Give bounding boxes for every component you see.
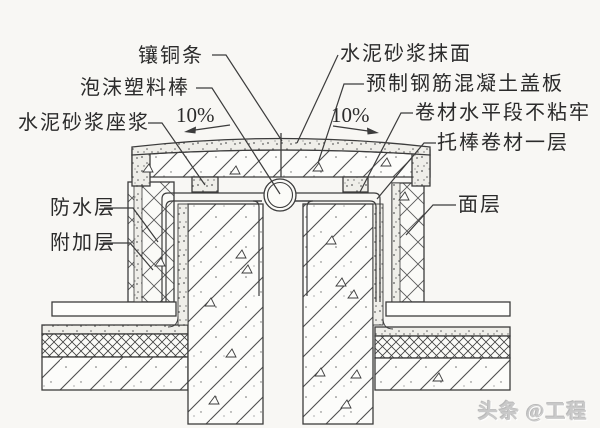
watermark: 头条 @工程奶爸 [478,401,588,423]
right-protective-slab [385,301,511,317]
label-membrane-horizontal: 卷材水平段不粘牢 [415,102,591,124]
label-mortar-bedding: 水泥砂浆座浆 [18,112,150,134]
right-joint-wall [302,203,374,425]
leader-mortar-bedding [148,122,206,186]
slope-arrow-left-head [184,126,196,134]
slope-arrow-left-line [194,124,231,131]
left-protective-slab [51,301,177,317]
label-slope-right: 10% [331,103,370,127]
label-copper-strip: 镶铜条 [138,45,204,67]
leader-surface-layer [405,204,456,236]
right-insulation [374,335,511,359]
left-joint-wall [187,203,264,425]
right-structural-slab [374,357,511,391]
left-structural-slab [41,356,189,391]
structure [41,133,511,425]
left-screed-strip [41,324,189,335]
label-additional-layer: 附加层 [50,232,116,254]
label-membrane-support: 托棒卷材一层 [437,132,569,154]
membrane-band [161,192,381,302]
left-facing-column [127,181,175,303]
foam-rod [263,178,297,212]
slope-arrow-right-line [332,125,369,132]
leader-lines [103,54,456,271]
leader-precast-cover [317,83,364,164]
label-slope-left: 10% [176,103,215,127]
label-mortar-finish: 水泥砂浆抹面 [340,43,472,65]
cover-plate [131,133,431,187]
wall-render-strips [167,203,394,330]
label-foam-rod: 泡沫塑料棒 [80,77,190,99]
label-waterproof-layer: 防水层 [50,197,116,219]
leader-waterproof-layer [104,207,159,243]
leader-additional-layer [103,242,154,271]
leader-membrane-support [376,142,436,200]
slope-arrow-right-head [367,127,379,135]
leader-copper-strip [212,54,283,142]
left-insulation [41,333,189,358]
label-precast-cover: 预制钢筋混凝土盖板 [366,73,564,95]
right-screed-strip [374,326,511,337]
label-surface-layer: 面层 [458,194,502,216]
leader-mortar-finish [296,54,339,144]
leader-membrane-horizontal [359,112,413,193]
left-roof-layers [41,301,189,391]
slope-arrows [184,124,379,135]
right-facing-column [391,182,425,303]
right-roof-layers [374,301,511,391]
concrete-symbols [142,157,444,409]
leader-foam-rod [196,87,281,195]
